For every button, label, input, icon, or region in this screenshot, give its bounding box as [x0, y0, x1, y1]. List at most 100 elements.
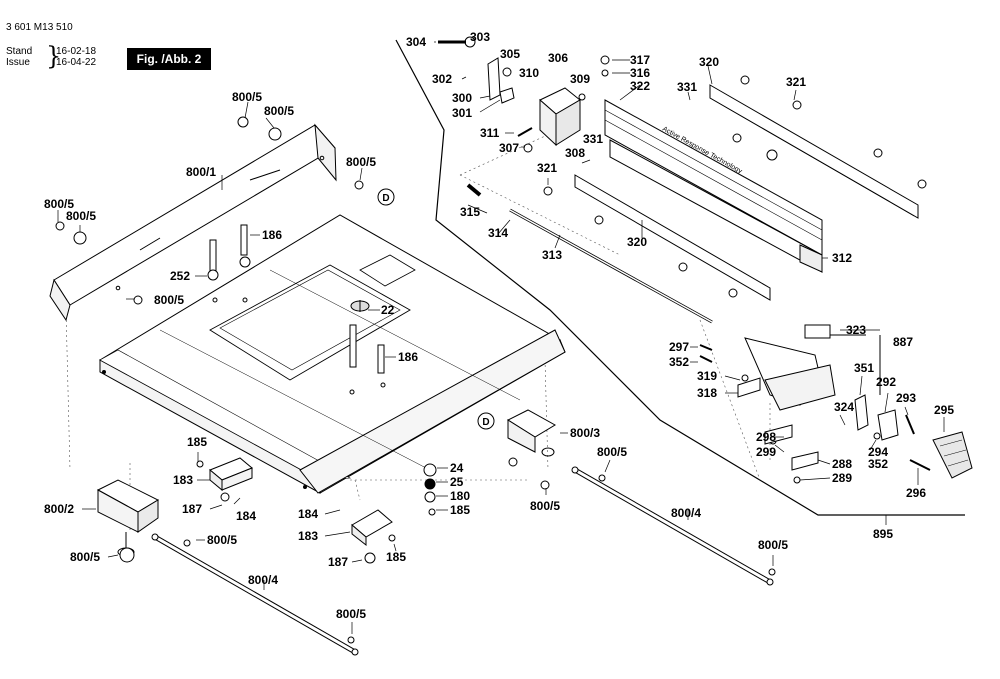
part-callout-800-2: 800/2 — [44, 502, 74, 516]
part-callout-324: 324 — [834, 400, 854, 414]
part-callout-800-1: 800/1 — [186, 165, 216, 179]
part-callout-895: 895 — [873, 527, 893, 541]
part-callout-800-5: 800/5 — [597, 445, 627, 459]
part-callout-320: 320 — [699, 55, 719, 69]
assembly-boundary-lines — [395, 39, 965, 516]
part-callout-306: 306 — [548, 51, 568, 65]
part-callout-24: 24 — [450, 461, 464, 475]
part-callout-800-5: 800/5 — [207, 533, 237, 547]
part-callout-800-5: 800/5 — [232, 90, 262, 104]
reference-d-circle-top — [377, 188, 395, 206]
part-callout-187: 187 — [328, 555, 348, 569]
part-callout-800-5: 800/5 — [346, 155, 376, 169]
part-callout-184: 184 — [298, 507, 318, 521]
part-callout-302: 302 — [432, 72, 452, 86]
part-callout-307: 307 — [499, 141, 519, 155]
part-callout-800-4: 800/4 — [671, 506, 701, 520]
support-foot-800-2 — [96, 479, 160, 557]
part-callout-800-5: 800/5 — [264, 104, 294, 118]
part-callout-800-5: 800/5 — [154, 293, 184, 307]
part-callout-294: 294 — [868, 445, 888, 459]
document-number: 3 601 M13 510 — [6, 22, 73, 33]
part-callout-323: 323 — [846, 323, 866, 337]
part-callout-296: 296 — [906, 486, 926, 500]
figure-label: Fig. /Abb. 2 — [127, 48, 211, 70]
part-callout-303: 303 — [470, 30, 490, 44]
part-callout-185: 185 — [386, 550, 406, 564]
part-callout-316: 316 — [630, 66, 650, 80]
saw-table-top — [98, 214, 566, 494]
part-callout-D: D — [382, 193, 389, 204]
part-callout-800-5: 800/5 — [66, 209, 96, 223]
part-callout-800-5: 800/5 — [530, 499, 560, 513]
stand-label: Stand — [6, 46, 33, 57]
part-callout-351: 351 — [854, 361, 874, 375]
part-callout-292: 292 — [876, 375, 896, 389]
handle-295 — [932, 431, 973, 479]
fence-clamp-head-306 — [539, 87, 581, 147]
part-callout-298: 298 — [756, 430, 776, 444]
part-callout-25: 25 — [450, 475, 464, 489]
date-brace: } — [46, 41, 62, 71]
clamp-183-left — [209, 457, 253, 492]
part-callout-185: 185 — [450, 503, 470, 517]
callout-labels: 800/5800/5800/1800/5800/5800/5800/5D1862… — [44, 30, 954, 621]
part-callout-186: 186 — [398, 350, 418, 364]
part-callout-308: 308 — [565, 146, 585, 160]
screws — [55, 36, 927, 644]
part-callout-800-5: 800/5 — [336, 607, 366, 621]
rod-313 — [509, 208, 713, 324]
part-callout-186: 186 — [262, 228, 282, 242]
part-callout-252: 252 — [170, 269, 190, 283]
part-callout-309: 309 — [570, 72, 590, 86]
part-callout-322: 322 — [630, 79, 650, 93]
part-callout-331: 331 — [677, 80, 697, 94]
issue-label: Issue — [6, 57, 30, 68]
part-callout-183: 183 — [173, 473, 193, 487]
leader-lines — [57, 41, 945, 634]
part-callout-311: 311 — [480, 126, 500, 140]
drawing-header: 3 601 M13 510 Stand Issue } 16-02-18 16-… — [6, 6, 226, 76]
part-callout-301: 301 — [452, 106, 472, 120]
knob-22 — [350, 300, 370, 312]
part-callout-288: 288 — [832, 457, 852, 471]
fence-plate-320-front — [574, 174, 771, 301]
part-callout-317: 317 — [630, 53, 650, 67]
part-callout-800-5: 800/5 — [70, 550, 100, 564]
riving-knife-assembly-887 — [744, 324, 836, 411]
part-callout-800-5: 800/5 — [44, 197, 74, 211]
part-callout-312: 312 — [832, 251, 852, 265]
clamp-183-center — [351, 509, 393, 547]
guide-rod-right-800-4 — [571, 466, 774, 586]
part-callout-185: 185 — [187, 435, 207, 449]
part-callout-887: 887 — [893, 335, 913, 349]
side-extension-800-1 — [49, 123, 337, 322]
part-callout-180: 180 — [450, 489, 470, 503]
pins — [438, 40, 931, 471]
part-callout-305: 305 — [500, 47, 520, 61]
part-callout-314: 314 — [488, 226, 508, 240]
stand-date: 16-02-18 — [56, 46, 97, 57]
part-callout-297: 297 — [669, 340, 689, 354]
part-callout-321: 321 — [786, 75, 806, 89]
part-callout-293: 293 — [896, 391, 916, 405]
part-callout-184: 184 — [236, 509, 256, 523]
part-callout-22: 22 — [381, 303, 395, 317]
reference-circles — [377, 188, 495, 430]
part-callout-320: 320 — [627, 235, 647, 249]
part-callout-321: 321 — [537, 161, 557, 175]
part-callout-304: 304 — [406, 35, 426, 49]
part-callout-299: 299 — [756, 445, 776, 459]
part-callout-352: 352 — [669, 355, 689, 369]
part-callout-313: 313 — [542, 248, 562, 262]
part-callout-800-4: 800/4 — [248, 573, 278, 587]
fence-extrusion-312: Active Response Technology — [604, 99, 823, 273]
bracket-800-3 — [506, 409, 556, 457]
part-callout-800-5: 800/5 — [758, 538, 788, 552]
fence-plate-320-rear — [709, 84, 919, 219]
part-callout-289: 289 — [832, 471, 852, 485]
part-callout-331: 331 — [583, 132, 603, 146]
part-callout-300: 300 — [452, 91, 472, 105]
